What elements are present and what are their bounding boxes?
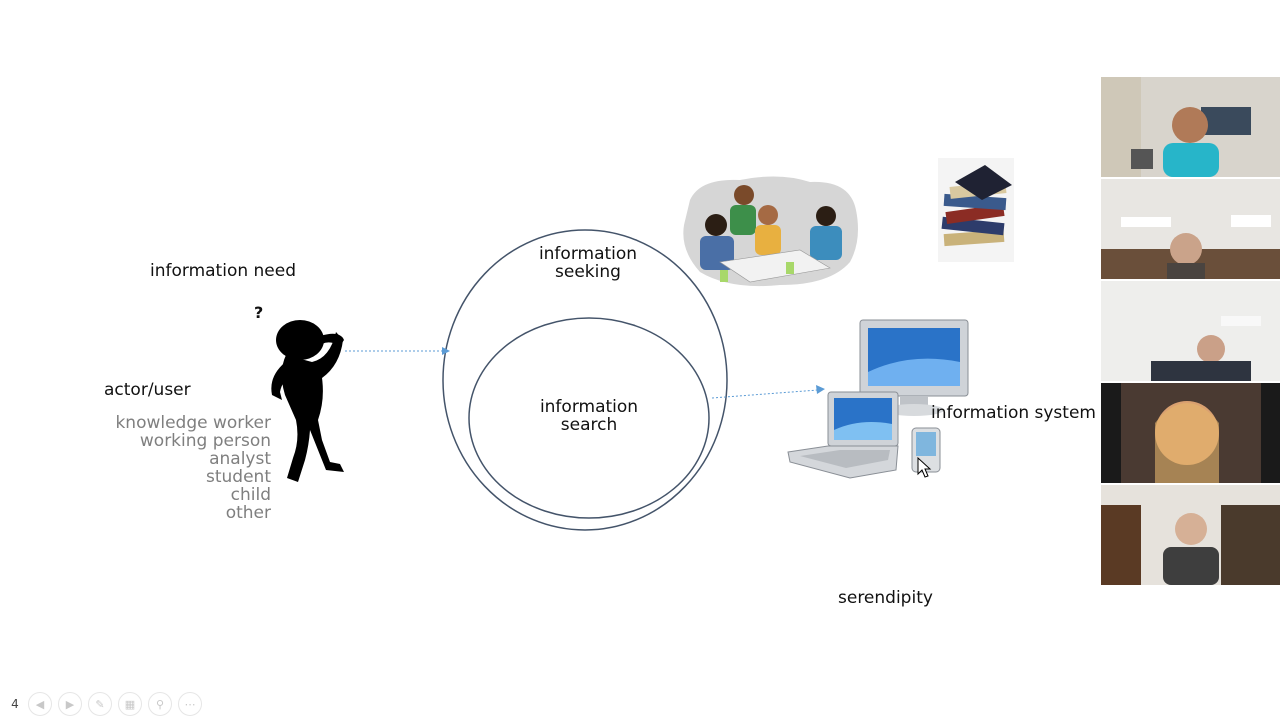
actor-type-item: other bbox=[225, 503, 271, 523]
books-stack-clipart bbox=[938, 158, 1014, 262]
search-to-system-arrow bbox=[711, 385, 825, 399]
video-participant-strip bbox=[1101, 77, 1280, 587]
participant-video-frame bbox=[1101, 77, 1280, 177]
group-meeting-clipart bbox=[683, 176, 858, 287]
actor-type-item: student bbox=[206, 467, 271, 487]
pen-icon[interactable]: ✎ bbox=[88, 692, 112, 716]
actor-to-seeking-arrow bbox=[345, 347, 450, 355]
actor-type-item: working person bbox=[139, 431, 271, 451]
question-mark-symbol: ? bbox=[254, 303, 264, 322]
slide-diagram bbox=[271, 158, 1014, 531]
serendipity-label: serendipity bbox=[838, 588, 933, 608]
information-search-label: information search bbox=[539, 397, 639, 435]
actor-user-label: actor/user bbox=[104, 380, 191, 400]
more-options-icon[interactable]: ⋯ bbox=[178, 692, 202, 716]
computers-clipart bbox=[787, 319, 969, 479]
information-seeking-circle bbox=[442, 229, 728, 531]
actor-type-item: child bbox=[230, 485, 271, 505]
information-seeking-label: information seeking bbox=[538, 244, 638, 282]
zoom-icon[interactable]: ⚲ bbox=[148, 692, 172, 716]
actor-types-list: knowledge worker working person analyst … bbox=[60, 414, 271, 522]
information-need-label: information need bbox=[150, 261, 297, 281]
video-tile-participant[interactable] bbox=[1101, 485, 1280, 585]
thinking-person-figure bbox=[271, 320, 344, 482]
video-tile-participant[interactable] bbox=[1101, 383, 1280, 483]
participant-video-frame bbox=[1101, 179, 1280, 279]
actor-type-item: analyst bbox=[209, 449, 271, 469]
page-number: 4 bbox=[11, 697, 19, 711]
participant-video-frame bbox=[1101, 485, 1280, 585]
information-search-circle bbox=[468, 317, 710, 519]
slides-grid-icon[interactable]: ▦ bbox=[118, 692, 142, 716]
presentation-toolbar: 4 ◀ ▶ ✎ ▦ ⚲ ⋯ bbox=[0, 692, 202, 716]
next-slide-icon[interactable]: ▶ bbox=[58, 692, 82, 716]
video-tile-participant[interactable] bbox=[1101, 179, 1280, 279]
video-tile-participant[interactable] bbox=[1101, 281, 1280, 381]
participant-video-frame bbox=[1101, 383, 1280, 483]
participant-video-frame bbox=[1101, 281, 1280, 381]
information-system-label: information system bbox=[931, 404, 1096, 423]
video-tile-participant[interactable] bbox=[1101, 77, 1280, 177]
previous-slide-icon[interactable]: ◀ bbox=[28, 692, 52, 716]
actor-type-item: knowledge worker bbox=[115, 413, 271, 433]
information-system-label-wrap: information system bbox=[931, 404, 1100, 424]
